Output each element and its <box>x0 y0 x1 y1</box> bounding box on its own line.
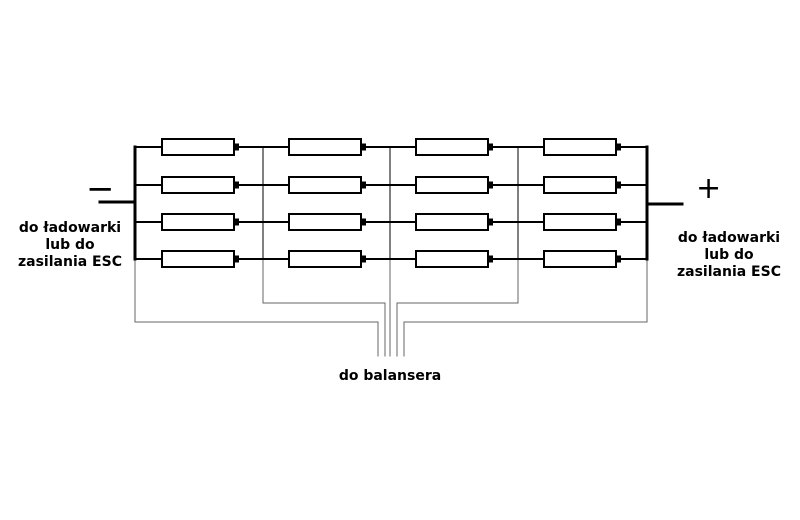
negative-terminal-sign: − <box>86 169 115 209</box>
cell <box>415 213 489 231</box>
cell-positive-tab <box>488 255 493 263</box>
cell <box>415 250 489 268</box>
cell <box>161 213 235 231</box>
negative-label-line: lub do <box>45 237 95 253</box>
cell <box>161 176 235 194</box>
cell <box>543 250 617 268</box>
main-wires <box>98 145 684 261</box>
negative-terminal-label: do ładowarki lub do zasilania ESC <box>10 220 130 271</box>
cell-positive-tab <box>234 143 239 151</box>
cells <box>161 138 621 268</box>
cell-positive-tab <box>488 181 493 189</box>
cell <box>543 176 617 194</box>
cell <box>288 176 362 194</box>
cell-positive-tab <box>361 143 366 151</box>
positive-label-line: lub do <box>704 247 754 263</box>
cell <box>543 138 617 156</box>
cell <box>415 176 489 194</box>
cell-positive-tab <box>616 143 621 151</box>
cell-positive-tab <box>488 218 493 226</box>
cell-positive-tab <box>234 255 239 263</box>
positive-label-line: do ładowarki <box>677 230 781 246</box>
cell <box>415 138 489 156</box>
cell-positive-tab <box>234 181 239 189</box>
cell <box>161 250 235 268</box>
cell <box>288 213 362 231</box>
cell-positive-tab <box>234 218 239 226</box>
positive-label-line: zasilania ESC <box>677 264 781 280</box>
cell <box>161 138 235 156</box>
cell-positive-tab <box>361 255 366 263</box>
balancer-label: do balansera <box>338 368 442 384</box>
cell <box>288 138 362 156</box>
cell-positive-tab <box>361 218 366 226</box>
negative-label-line: do ładowarki <box>18 220 122 236</box>
cell-positive-tab <box>616 181 621 189</box>
cell-positive-tab <box>616 218 621 226</box>
cell-positive-tab <box>488 143 493 151</box>
cell-positive-tab <box>616 255 621 263</box>
positive-terminal-sign: + <box>696 171 722 206</box>
cell-positive-tab <box>361 181 366 189</box>
cell <box>288 250 362 268</box>
positive-terminal-label: do ładowarki lub do zasilania ESC <box>666 230 792 281</box>
negative-label-line: zasilania ESC <box>18 254 122 270</box>
cell <box>543 213 617 231</box>
